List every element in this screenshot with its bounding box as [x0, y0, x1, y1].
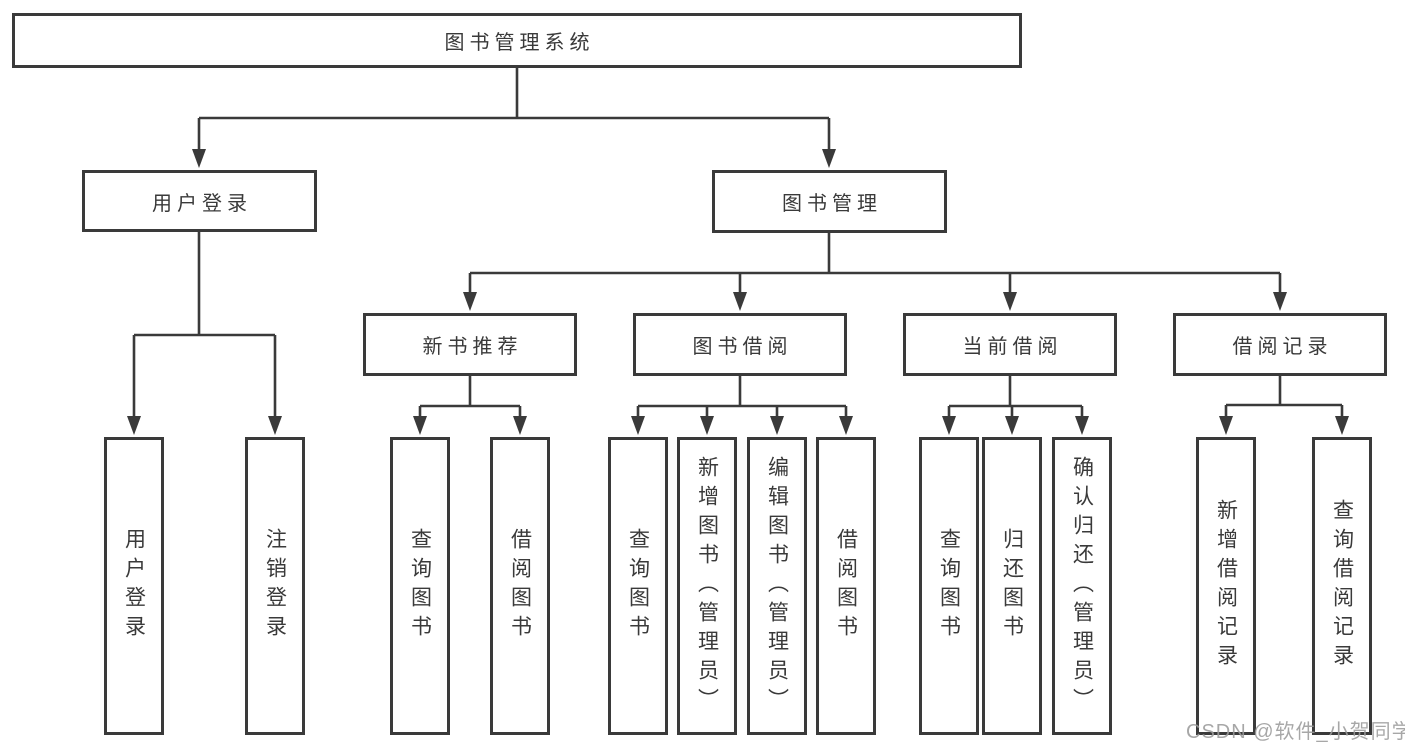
leaf-query-books-borrow: 查询图书: [608, 437, 668, 735]
leaf-add-books-admin: 新增图书（管理员）: [677, 437, 737, 735]
node-label: 图书管理系统: [444, 32, 595, 54]
leaf-borrow-books-recommend: 借阅图书: [490, 437, 550, 735]
leaf-return-books: 归还图书: [982, 437, 1042, 735]
node-label: 新增图书（管理员）: [695, 455, 719, 717]
node-label: 当前借阅: [962, 336, 1063, 358]
node-label: 查询图书: [937, 528, 961, 644]
node-label: 借阅图书: [508, 528, 532, 644]
node-label: 图书借阅: [692, 336, 793, 358]
leaf-borrow-books: 借阅图书: [816, 437, 876, 735]
node-current-borrowing: 当前借阅: [903, 313, 1117, 376]
node-label: 借阅图书: [834, 528, 858, 644]
node-label: 新增借阅记录: [1214, 499, 1238, 673]
node-label: 编辑图书（管理员）: [765, 455, 789, 717]
node-label: 确认归还（管理员）: [1070, 455, 1094, 717]
leaf-query-borrow-record: 查询借阅记录: [1312, 437, 1372, 735]
leaf-edit-books-admin: 编辑图书（管理员）: [747, 437, 807, 735]
leaf-logout: 注销登录: [245, 437, 305, 735]
node-label: 查询借阅记录: [1330, 499, 1354, 673]
leaf-confirm-return-admin: 确认归还（管理员）: [1052, 437, 1112, 735]
leaf-add-borrow-record: 新增借阅记录: [1196, 437, 1256, 735]
leaf-query-books-current: 查询图书: [919, 437, 979, 735]
node-label: 查询图书: [626, 528, 650, 644]
leaf-user-login: 用户登录: [104, 437, 164, 735]
node-label: 归还图书: [1000, 528, 1024, 644]
arrowheads: [127, 149, 1349, 435]
node-book-borrowing: 图书借阅: [633, 313, 847, 376]
node-label: 用户登录: [122, 528, 146, 644]
node-user-login: 用户登录: [82, 170, 317, 232]
leaf-query-books-recommend: 查询图书: [390, 437, 450, 735]
watermark: CSDN @软件_小贺同学: [1186, 721, 1405, 743]
node-label: 新书推荐: [422, 336, 523, 358]
node-borrowing-records: 借阅记录: [1173, 313, 1387, 376]
node-label: 注销登录: [263, 528, 287, 644]
node-label: 借阅记录: [1232, 336, 1333, 358]
node-label: 查询图书: [408, 528, 432, 644]
node-new-book-recommendation: 新书推荐: [363, 313, 577, 376]
node-book-management: 图书管理: [712, 170, 947, 233]
node-label: 图书管理: [782, 193, 882, 215]
node-library-management-system: 图书管理系统: [12, 13, 1022, 68]
node-label: 用户登录: [152, 192, 252, 215]
